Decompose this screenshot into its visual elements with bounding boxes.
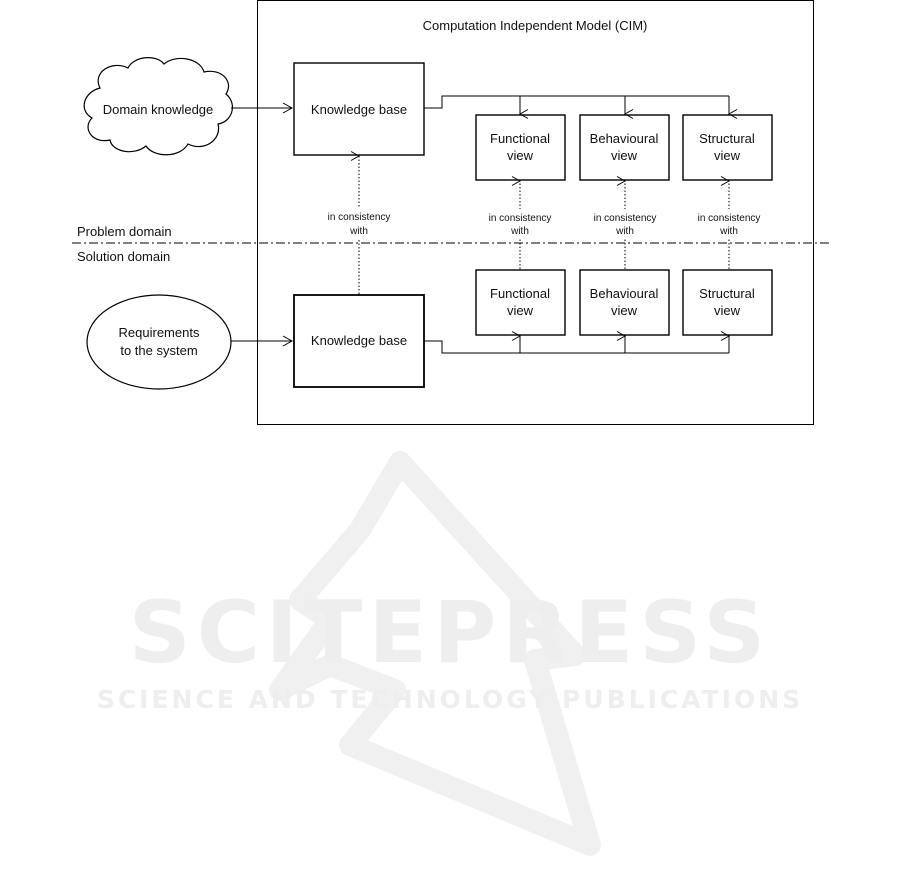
problem-knowledge-base: Knowledge base: [293, 62, 425, 156]
domain-knowledge-label: Domain knowledge: [103, 102, 214, 117]
cim-title: Computation Independent Model (CIM): [423, 18, 648, 33]
solution-functional-view: Functional view: [475, 269, 566, 336]
solution-structural-view: Structural view: [682, 269, 773, 336]
consistency-structural-label-2: with: [719, 226, 738, 237]
problem-behavioural-view-label-2: view: [611, 148, 638, 163]
watermark: SCITEPRESS SCIENCE AND TECHNOLOGY PUBLIC…: [97, 451, 803, 856]
consistency-kb-label-2: with: [349, 226, 368, 237]
problem-behavioural-view-label-1: Behavioural: [590, 131, 659, 146]
solution-structural-view-label-2: view: [714, 303, 741, 318]
consistency-kb: in consistency with: [326, 156, 392, 294]
consistency-behavioural: in consistency with: [592, 181, 658, 269]
problem-domain-label: Problem domain: [77, 224, 172, 239]
solution-domain-label: Solution domain: [77, 249, 170, 264]
consistency-behavioural-label-2: with: [615, 226, 634, 237]
requirements-ellipse: Requirements to the system: [86, 294, 232, 390]
solution-bus-connector: [424, 336, 729, 354]
problem-structural-view: Structural view: [682, 114, 773, 181]
problem-bus-connector: [424, 95, 729, 114]
solution-knowledge-base-label: Knowledge base: [311, 333, 407, 348]
problem-structural-view-label-1: Structural: [699, 131, 755, 146]
solution-behavioural-view-label-2: view: [611, 303, 638, 318]
watermark-logo-shape: [269, 451, 601, 856]
requirements-label-line2: to the system: [120, 343, 197, 358]
problem-knowledge-base-label: Knowledge base: [311, 102, 407, 117]
solution-structural-view-label-1: Structural: [699, 286, 755, 301]
consistency-structural: in consistency with: [696, 181, 762, 269]
solution-functional-view-label-1: Functional: [490, 286, 550, 301]
solution-knowledge-base: Knowledge base: [293, 294, 425, 388]
domain-knowledge-cloud: Domain knowledge: [83, 57, 234, 156]
watermark-subtitle: SCIENCE AND TECHNOLOGY PUBLICATIONS: [97, 685, 803, 714]
consistency-behavioural-label-1: in consistency: [594, 213, 657, 224]
consistency-functional-label-1: in consistency: [489, 213, 552, 224]
consistency-structural-label-1: in consistency: [698, 213, 761, 224]
solution-functional-view-label-2: view: [507, 303, 534, 318]
consistency-functional-label-2: with: [510, 226, 529, 237]
requirements-label-line1: Requirements: [119, 325, 200, 340]
consistency-kb-label-1: in consistency: [328, 212, 391, 223]
problem-structural-view-label-2: view: [714, 148, 741, 163]
watermark-title: SCITEPRESS: [129, 583, 771, 683]
problem-functional-view-label-2: view: [507, 148, 534, 163]
problem-functional-view-label-1: Functional: [490, 131, 550, 146]
solution-behavioural-view-label-1: Behavioural: [590, 286, 659, 301]
problem-behavioural-view: Behavioural view: [579, 114, 670, 181]
solution-behavioural-view: Behavioural view: [579, 269, 670, 336]
cim-frame: [257, 0, 814, 425]
problem-functional-view: Functional view: [475, 114, 566, 181]
consistency-functional: in consistency with: [487, 181, 553, 269]
